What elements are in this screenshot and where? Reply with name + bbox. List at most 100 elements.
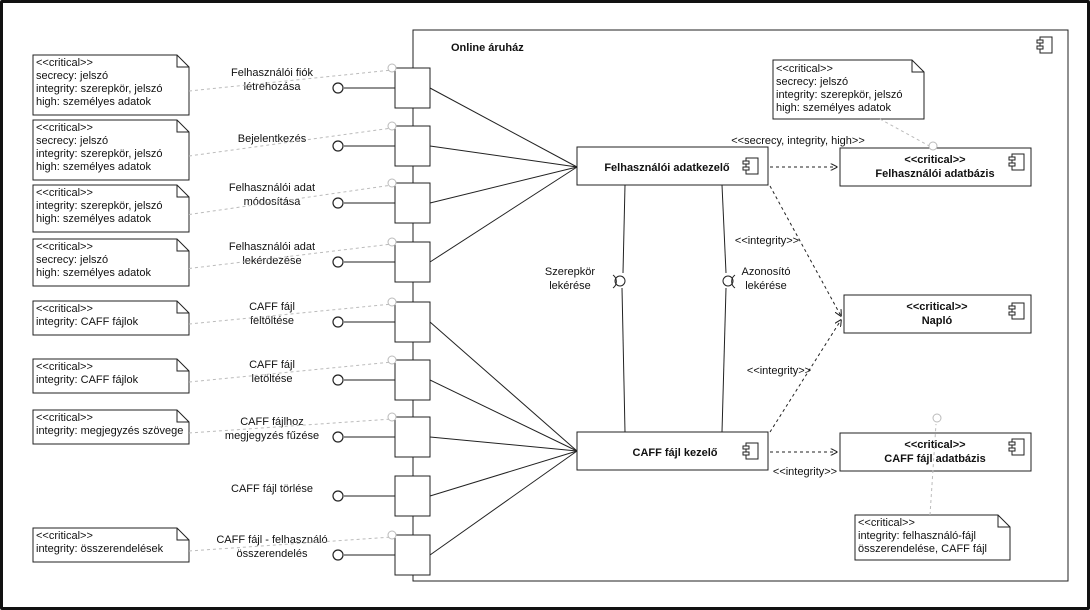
note-user-database: <<critical>> secrecy: jelszó integrity: … xyxy=(772,59,925,120)
caff-db-label: CAFF fájl adatbázis xyxy=(884,453,985,465)
note-line: integrity: összerendelések xyxy=(36,543,164,555)
port-label: Bejelentkezés xyxy=(238,133,307,145)
edge-label-caff-to-log: <<integrity>> xyxy=(747,365,811,377)
note-line: secrecy: jelszó xyxy=(36,254,108,266)
provided-interface xyxy=(332,374,344,386)
note-anchor-user-db xyxy=(879,118,934,149)
note-anchor xyxy=(188,243,393,269)
note-caff-database: <<critical>> integrity: felhasználó-fájl… xyxy=(854,514,1011,561)
port-label: Felhasználói adat xyxy=(229,182,315,194)
note-line: <<critical>> xyxy=(36,187,93,199)
port-connector xyxy=(429,87,578,168)
note: <<critical>>integrity: szerepkör, jelszó… xyxy=(32,184,190,233)
note-line: integrity: CAFF fájlok xyxy=(36,316,139,328)
note-anchor xyxy=(188,127,393,157)
edge-label-caff-to-db: <<integrity>> xyxy=(773,466,837,478)
log-stereotype: <<critical>> xyxy=(906,301,967,313)
port-connector xyxy=(429,450,578,556)
component-user-handler[interactable]: Felhasználói adatkezelő xyxy=(576,146,769,186)
id-query-label-2: lekérése xyxy=(745,280,787,292)
role-query-label-2: lekérése xyxy=(549,280,591,292)
note-line: <<critical>> xyxy=(36,412,93,424)
note-line: <<critical>> xyxy=(36,361,93,373)
port[interactable]: CAFF fájl törlése xyxy=(231,475,431,517)
note-line: high: személyes adatok xyxy=(36,161,151,173)
component-log[interactable]: <<critical>> Napló xyxy=(843,294,1032,334)
component-user-database[interactable]: <<critical>> Felhasználói adatbázis xyxy=(839,147,1032,187)
note-anchor xyxy=(188,361,393,383)
component-icon xyxy=(742,157,759,175)
note-line: integrity: CAFF fájlok xyxy=(36,374,139,386)
note-anchor xyxy=(188,303,393,325)
port[interactable]: Bejelentkezés xyxy=(238,125,431,167)
note: <<critical>>integrity: összerendelések xyxy=(32,527,190,563)
component-caff-database[interactable]: <<critical>> CAFF fájl adatbázis xyxy=(839,432,1032,472)
port-connector xyxy=(429,145,578,168)
provided-interface xyxy=(332,316,344,328)
note: <<critical>>integrity: CAFF fájlok xyxy=(32,358,190,394)
component-icon xyxy=(742,442,759,460)
port-connector xyxy=(429,379,578,452)
id-query-label-1: Azonosító xyxy=(742,266,791,278)
provided-interface xyxy=(332,549,344,561)
note-anchor-point xyxy=(387,63,397,73)
note-line: integrity: szerepkör, jelszó xyxy=(36,83,163,95)
note-line: <<critical>> xyxy=(36,530,93,542)
port-label: lekérdezése xyxy=(242,255,301,267)
note-anchor-point xyxy=(387,121,397,131)
port-connector xyxy=(429,450,578,497)
note-anchor-point xyxy=(387,237,397,247)
user-db-stereotype: <<critical>> xyxy=(904,154,965,166)
note: <<critical>>integrity: megjegyzés szöveg… xyxy=(32,409,190,445)
system-component-icon xyxy=(1036,36,1053,54)
note-line: <<critical>> xyxy=(858,517,915,529)
note-line: high: személyes adatok xyxy=(776,102,891,114)
ports-layer: Felhasználói fiók létrehozása <<critical>>… xyxy=(32,54,578,576)
system-title: Online áruház xyxy=(451,42,524,54)
port-connector xyxy=(429,436,578,452)
note-anchor xyxy=(188,536,393,552)
component-icon xyxy=(1008,153,1025,171)
port-label: Felhasználói adat xyxy=(229,241,315,253)
note-line: összerendelése, CAFF fájl xyxy=(858,543,987,555)
note-anchor-point xyxy=(928,141,938,151)
note-anchor xyxy=(188,418,393,434)
port-label: CAFF fájl - felhasználó xyxy=(216,534,327,546)
component-icon xyxy=(1008,438,1025,456)
note-anchor-point xyxy=(387,412,397,422)
port-label: Felhasználói fiók xyxy=(231,67,313,79)
note-line: integrity: szerepkör, jelszó xyxy=(776,89,903,101)
provided-interface xyxy=(332,431,344,443)
port-connector xyxy=(429,166,578,263)
port-connector xyxy=(429,166,578,204)
port[interactable]: Felhasználói adat lekérdezése xyxy=(229,241,431,283)
port[interactable]: CAFF fájl letöltése xyxy=(249,359,431,401)
role-query-connector xyxy=(612,184,626,433)
note-line: secrecy: jelszó xyxy=(36,70,108,82)
port-label: létrehozása xyxy=(244,81,302,93)
user-handler-label: Felhasználói adatkezelő xyxy=(604,162,730,174)
port-connector xyxy=(429,321,578,452)
port-label: CAFF fájl xyxy=(249,359,295,371)
note-anchor-point xyxy=(387,530,397,540)
provided-interface xyxy=(332,197,344,209)
note-line: high: személyes adatok xyxy=(36,213,151,225)
port-label: CAFF fájl törlése xyxy=(231,483,313,495)
port-label: letöltése xyxy=(252,373,293,385)
note-anchor-point xyxy=(387,297,397,307)
port-label: megjegyzés fűzése xyxy=(225,430,319,442)
port[interactable]: Felhasználói fiók létrehozása xyxy=(231,67,431,109)
component-caff-handler[interactable]: CAFF fájl kezelő xyxy=(576,431,769,471)
note-line: <<critical>> xyxy=(36,303,93,315)
provided-interface xyxy=(332,256,344,268)
note-anchor-point xyxy=(932,413,942,423)
note-line: integrity: szerepkör, jelszó xyxy=(36,148,163,160)
